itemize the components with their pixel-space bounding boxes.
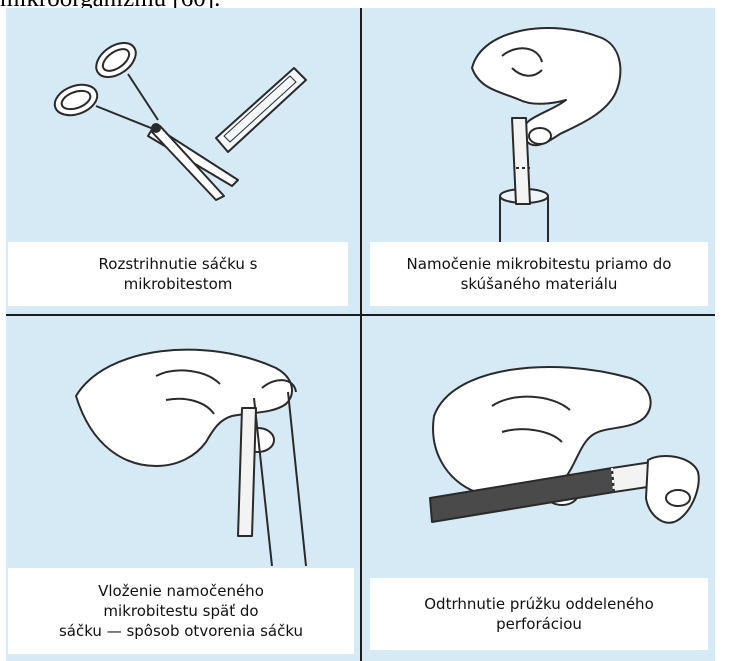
panel-dip-test: Namočenie mikrobitestu priamo do skúšané…: [362, 8, 715, 314]
caption-dip-test: Namočenie mikrobitestu priamo do skúšané…: [370, 242, 708, 306]
caption-line: mikrobitestom: [124, 274, 233, 294]
caption-insert-test: Vloženie namočeného mikrobitestu späť do…: [8, 568, 354, 654]
horizontal-divider: [6, 314, 715, 316]
hand-tearing-illustration: [362, 316, 715, 566]
caption-tear-strip: Odtrhnutie prúžku oddeleného perforáciou: [370, 578, 708, 650]
caption-line: skúšaného materiálu: [461, 274, 618, 294]
caption-line: mikrobitestu späť do: [103, 601, 258, 621]
panel-insert-test: Vloženie namočeného mikrobitestu späť do…: [6, 316, 360, 661]
caption-line: Vloženie namočeného: [98, 581, 264, 601]
vertical-divider: [360, 8, 362, 661]
panel-tear-strip: Odtrhnutie prúžku oddeleného perforáciou: [362, 316, 715, 661]
panel-cut-bag: Rozstrihnutie sáčku s mikrobitestom: [6, 8, 360, 314]
caption-line: Namočenie mikrobitestu priamo do: [407, 254, 672, 274]
instruction-figure: Rozstrihnutie sáčku s mikrobitestom Namo…: [6, 8, 715, 661]
caption-cut-bag: Rozstrihnutie sáčku s mikrobitestom: [8, 242, 348, 306]
hand-inserting-illustration: [6, 316, 360, 566]
caption-line: Odtrhnutie prúžku oddeleného: [424, 594, 654, 614]
caption-line: Rozstrihnutie sáčku s: [99, 254, 258, 274]
hand-dipping-illustration: [362, 8, 715, 243]
scissors-illustration: [6, 8, 360, 243]
caption-line: perforáciou: [496, 614, 582, 634]
caption-line: sáčku — spôsob otvorenia sáčku: [59, 621, 303, 641]
